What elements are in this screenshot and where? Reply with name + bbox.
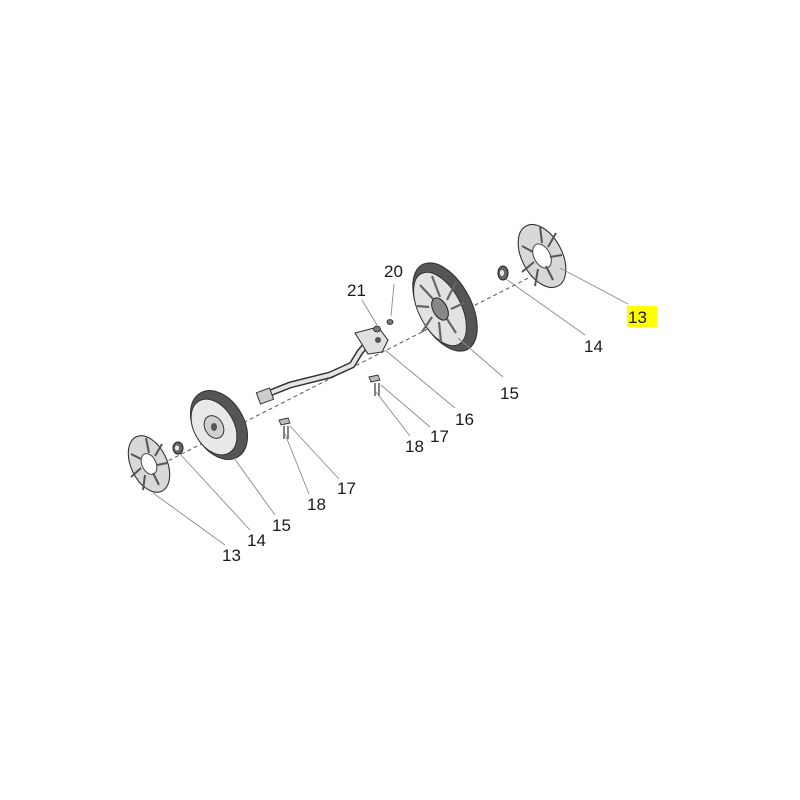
left-hubcap xyxy=(127,435,171,493)
left-bushing xyxy=(172,441,184,455)
label-17-mid: 17 xyxy=(430,427,449,446)
left-bolt-clip xyxy=(278,417,291,439)
label-15-right: 15 xyxy=(500,384,519,403)
axle-assembly xyxy=(255,326,389,405)
label-14-left: 14 xyxy=(247,531,266,550)
label-18-mid: 18 xyxy=(405,437,424,456)
label-18-left: 18 xyxy=(307,495,326,514)
label-14-right: 14 xyxy=(584,337,603,356)
right-hubcap xyxy=(517,223,567,289)
label-13-right: 13 xyxy=(628,308,647,327)
label-17-left: 17 xyxy=(337,479,356,498)
right-bushing xyxy=(497,265,509,281)
label-21: 21 xyxy=(347,281,366,300)
left-wheel xyxy=(189,390,249,460)
right-wheel xyxy=(412,262,478,352)
label-15-left: 15 xyxy=(272,516,291,535)
label-20: 20 xyxy=(384,262,403,281)
label-16: 16 xyxy=(455,410,474,429)
small-fasteners-top xyxy=(373,319,394,333)
leader-lines xyxy=(152,267,629,546)
mid-bolt-clip xyxy=(368,374,381,396)
highlight-box xyxy=(627,306,657,327)
label-13-left: 13 xyxy=(222,546,241,565)
